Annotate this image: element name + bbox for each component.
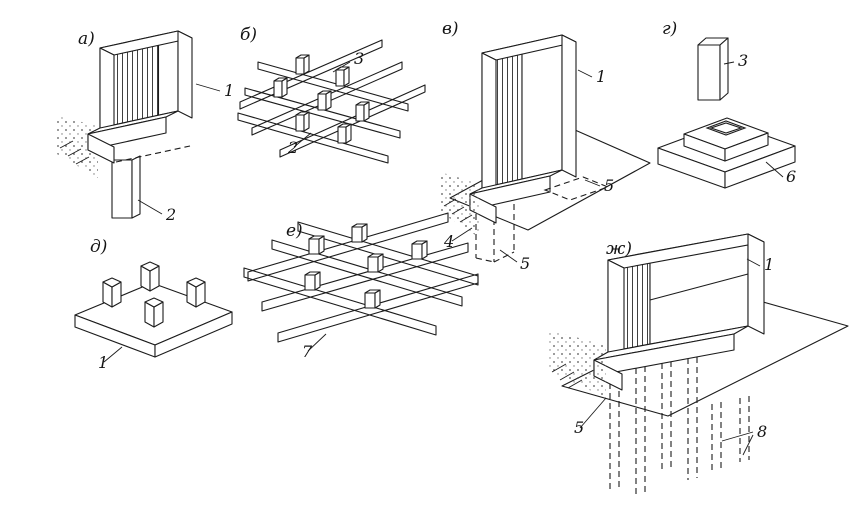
ground-stipple	[440, 172, 480, 238]
panel-label-g: г)	[662, 19, 677, 39]
leader-line	[577, 69, 593, 78]
callout-7-e: 7	[302, 342, 313, 361]
callout-1-d: 1	[98, 353, 108, 372]
footing-ledge	[87, 110, 191, 164]
slab-posts	[102, 261, 206, 328]
stepped-socket-footing	[657, 117, 796, 189]
panel-label-e: е)	[286, 221, 303, 241]
leader-line	[332, 61, 351, 73]
callout-1-v: 1	[596, 67, 606, 86]
leader-line	[584, 179, 601, 187]
panel-d-slab-foundation: д) 1	[74, 237, 233, 372]
buried-stem	[111, 155, 141, 219]
leader-line	[137, 199, 163, 215]
callout-5-v-bottom: 5	[520, 254, 530, 273]
callout-1-zh: 1	[764, 255, 774, 274]
callout-2-b: 2	[287, 138, 298, 157]
wall-block	[481, 34, 577, 196]
leader-line	[307, 333, 327, 352]
panel-zh-pile-foundation: ж) 1 5 8	[548, 233, 849, 498]
callout-8-zh: 8	[757, 422, 767, 441]
leader-line	[293, 132, 312, 148]
leader-line	[499, 249, 518, 263]
panel-a-strip-foundation: а) 1 2	[57, 29, 234, 224]
panel-label-a: а)	[78, 29, 95, 49]
ground-stipple	[57, 116, 98, 178]
callout-3-b: 3	[354, 49, 364, 68]
panel-label-v: в)	[442, 19, 459, 39]
callout-3-g: 3	[738, 51, 748, 70]
callout-6-g: 6	[786, 167, 796, 186]
leader-line	[746, 258, 761, 267]
panel-label-b: б)	[240, 25, 257, 45]
leader-line	[721, 431, 754, 442]
leader-line	[103, 346, 123, 363]
grillage-posts	[273, 54, 370, 144]
panel-label-d: д)	[90, 237, 107, 257]
callout-5-zh: 5	[574, 418, 584, 437]
ground-stipple	[548, 330, 606, 398]
leader-line	[723, 61, 735, 65]
wall-block	[607, 233, 765, 361]
leader-line	[742, 434, 754, 456]
grid-posts	[304, 223, 428, 309]
panel-g-column-footing: г) 3 6	[657, 19, 796, 189]
buried-dashed-prism	[475, 204, 515, 263]
panel-e-crossed-strips: е) 7	[243, 212, 479, 361]
callout-4-v: 4	[443, 232, 454, 251]
panel-label-zh: ж)	[606, 239, 632, 259]
leader-line	[765, 161, 784, 178]
callout-1-a: 1	[224, 81, 234, 100]
panel-v-strip-foundation-trench: в) 1 5 4 5	[440, 19, 651, 273]
leader-line	[195, 83, 221, 92]
leader-line	[451, 227, 473, 242]
panel-b-log-grillage: б) 3 2	[237, 25, 426, 164]
precast-column	[697, 37, 729, 101]
leader-line	[579, 397, 607, 429]
piles-dashed	[609, 357, 750, 498]
callout-2-a: 2	[165, 205, 176, 224]
callout-5-v-right: 5	[604, 176, 614, 195]
